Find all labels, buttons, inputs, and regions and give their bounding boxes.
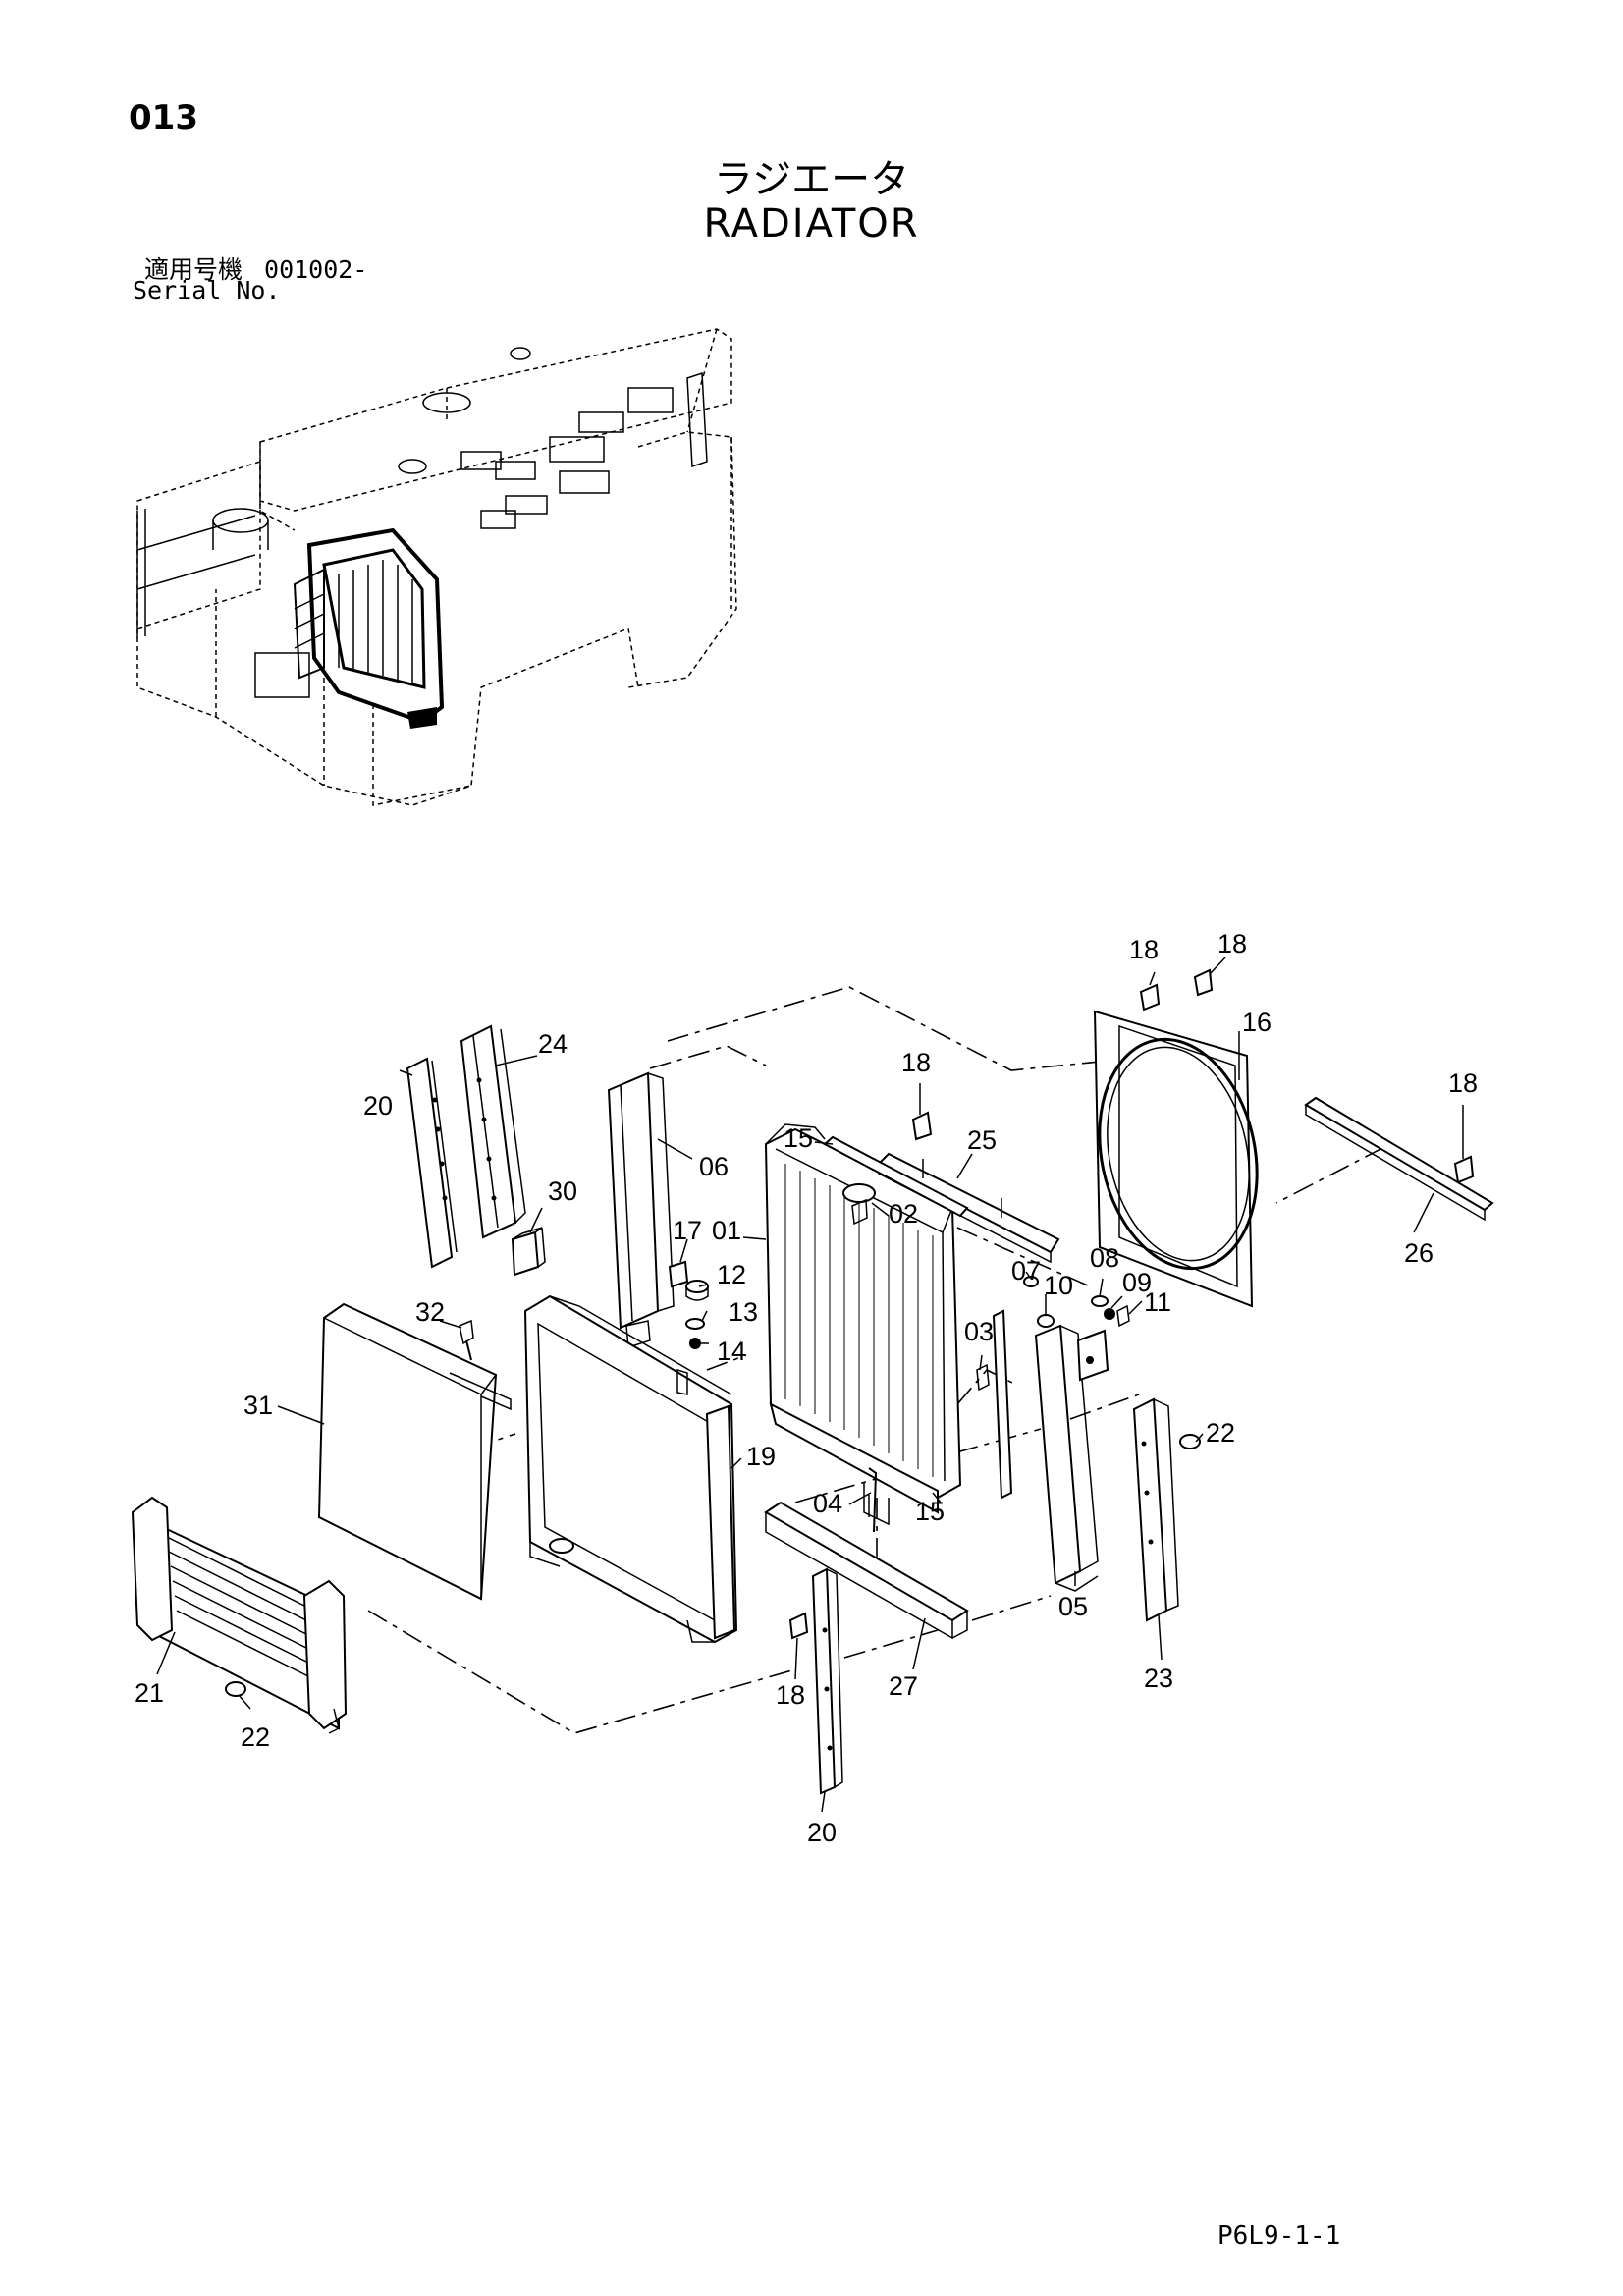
- callout-09: 09: [1122, 1268, 1152, 1297]
- serial-value: 001002-: [264, 255, 368, 284]
- part-22-nuts: [225, 1434, 1201, 1697]
- callout-16: 16: [1242, 1008, 1271, 1037]
- callout-10: 10: [1044, 1271, 1073, 1300]
- callout-03: 03: [964, 1317, 994, 1346]
- callout-12: 12: [717, 1260, 746, 1289]
- callout-15: 15: [915, 1497, 945, 1526]
- part-05-support: [1034, 1324, 1109, 1592]
- callout-22: 22: [1206, 1418, 1235, 1448]
- radiator-highlight: [293, 527, 445, 729]
- callout-20: 20: [807, 1818, 837, 1847]
- part-32-bolt: [459, 1319, 474, 1361]
- callout-15: 15: [784, 1123, 813, 1153]
- part-08-09-11: [1091, 1295, 1130, 1328]
- callout-22: 22: [241, 1722, 270, 1752]
- part-01-radiator-core: [764, 1123, 962, 1526]
- callout-26: 26: [1404, 1238, 1434, 1268]
- part-30-block: [511, 1227, 546, 1277]
- part-17-block: [668, 1260, 689, 1288]
- callout-23: 23: [1144, 1664, 1173, 1693]
- part-20-lower: [811, 1567, 843, 1795]
- part-25-top-bar: [877, 1152, 1060, 1264]
- callout-31: 31: [243, 1391, 273, 1420]
- callout-30: 30: [548, 1176, 577, 1206]
- part-23-right-post: [1132, 1397, 1179, 1622]
- callout-20: 20: [363, 1091, 393, 1121]
- callout-18: 18: [901, 1048, 931, 1077]
- part-06-channel: [607, 1071, 675, 1348]
- callout-05: 05: [1058, 1592, 1088, 1621]
- part-15-lower-seal: [992, 1309, 1013, 1500]
- callout-24: 24: [538, 1029, 568, 1059]
- serial-label-jp-text: 適用号機: [144, 255, 243, 284]
- part-24-channel: [460, 1024, 526, 1239]
- part-31-cover: [317, 1302, 512, 1601]
- callout-08: 08: [1090, 1243, 1119, 1273]
- page-number: 013: [129, 98, 198, 137]
- callout-01: 01: [712, 1216, 741, 1245]
- part-26-angle-bar: [1304, 1096, 1494, 1222]
- callout-04: 04: [813, 1489, 842, 1518]
- part-18-bolts: [788, 968, 1475, 1640]
- callout-32: 32: [415, 1297, 445, 1327]
- callout-27: 27: [889, 1671, 918, 1701]
- part-20-upper: [406, 1057, 458, 1269]
- part-16-fan-shroud: [1093, 1010, 1259, 1308]
- callout-07: 07: [1011, 1256, 1041, 1285]
- callout-labels: 18 18 16 18 18 26 24 20 06 30 25 15 02 1…: [135, 929, 1478, 1847]
- serial-label-en: Serial No.: [133, 276, 281, 304]
- part-02-cap: [842, 1183, 876, 1226]
- callout-18: 18: [776, 1680, 805, 1710]
- callout-13: 13: [729, 1297, 758, 1327]
- callout-18: 18: [1217, 929, 1247, 958]
- callout-18: 18: [1448, 1068, 1478, 1098]
- part-21-oil-cooler: [131, 1496, 348, 1734]
- part-04-hose: [868, 1467, 878, 1533]
- callout-25: 25: [967, 1125, 997, 1155]
- title-english: RADIATOR: [703, 201, 920, 246]
- part-27-bottom-bar: [764, 1501, 969, 1640]
- part-15-upper-seal: [823, 1135, 969, 1218]
- part-19-shroud: [523, 1294, 738, 1644]
- document-code: P6L9-1-1: [1217, 2221, 1341, 2251]
- callout-14: 14: [717, 1337, 746, 1366]
- leader-lines: [156, 957, 1464, 1813]
- serial-label-jp: 適用号機 001002-: [144, 250, 367, 286]
- callout-17: 17: [673, 1216, 702, 1245]
- part-12-13-14: [685, 1280, 709, 1349]
- callout-06: 06: [699, 1152, 729, 1181]
- title-japanese: ラジエータ: [713, 157, 910, 202]
- part-03-clip: [976, 1363, 990, 1392]
- callout-18: 18: [1129, 935, 1159, 964]
- callout-21: 21: [135, 1678, 164, 1708]
- callout-19: 19: [746, 1442, 776, 1471]
- machine-overview: [136, 328, 737, 806]
- callout-11: 11: [1144, 1287, 1171, 1317]
- callout-02: 02: [889, 1199, 918, 1229]
